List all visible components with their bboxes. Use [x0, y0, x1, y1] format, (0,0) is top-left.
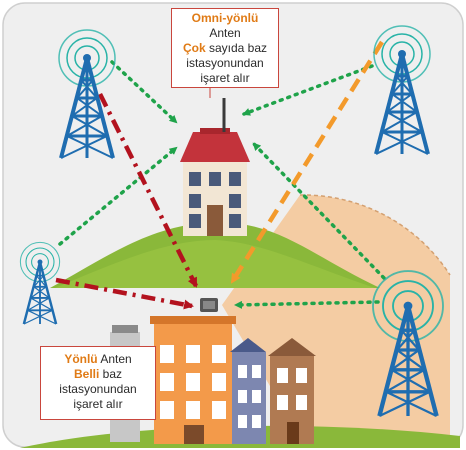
directional-antenna-label: Yönlü Anten Belli baz istasyonundan işar…: [40, 346, 156, 420]
directional-signal-links: [55, 92, 199, 310]
dir-label-highlight2: Belli: [73, 367, 100, 381]
omni-label-line3: sayıda baz: [205, 41, 268, 55]
omni-label-line4: istasyonundan: [186, 56, 264, 70]
dir-label-line1: Anten: [97, 352, 132, 366]
omni-label-title: Omni-yönlü: [191, 11, 259, 25]
dir-label-line4: işaret alır: [73, 397, 123, 411]
dir-label-highlight1: Yönlü: [64, 352, 98, 366]
dir-label-line2: baz: [99, 367, 123, 381]
orange-signal-link: [230, 40, 384, 284]
omni-signal-links: [58, 60, 386, 309]
omni-house: [180, 88, 250, 236]
dir-label-line3: istasyonundan: [59, 382, 137, 396]
omni-label-highlight: Çok: [182, 41, 206, 55]
omni-label-line2: Anten: [209, 26, 241, 40]
hill-highlight: [55, 240, 375, 288]
omni-label-line5: işaret alır: [200, 71, 250, 85]
beam-arc: [299, 194, 451, 276]
omni-antenna-label: Omni-yönlü Anten Çok sayıda baz istasyon…: [171, 8, 279, 88]
